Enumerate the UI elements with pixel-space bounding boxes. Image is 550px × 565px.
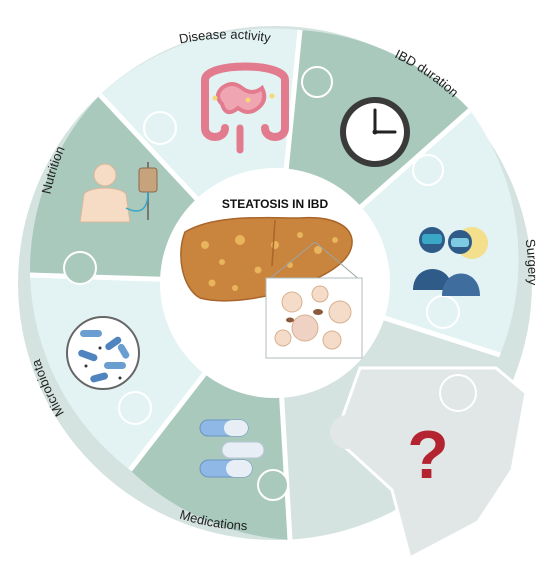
clock-icon bbox=[340, 97, 410, 167]
question-mark-icon: ? bbox=[407, 417, 449, 493]
label-disease-activity: Disease activity bbox=[178, 27, 273, 47]
pills-icon bbox=[199, 419, 265, 478]
puzzle-knobs bbox=[63, 66, 460, 501]
label-surgery: Surgery bbox=[523, 238, 541, 286]
hepatocyte-zoom-icon bbox=[265, 241, 363, 359]
center-title: STEATOSIS IN IBD bbox=[222, 197, 329, 211]
surgeons-icon bbox=[413, 227, 488, 296]
intestine-icon bbox=[201, 62, 289, 154]
question-piece: ? bbox=[330, 366, 528, 561]
bacteria-icon bbox=[66, 316, 140, 390]
iv-drip-patient-icon bbox=[79, 162, 158, 223]
